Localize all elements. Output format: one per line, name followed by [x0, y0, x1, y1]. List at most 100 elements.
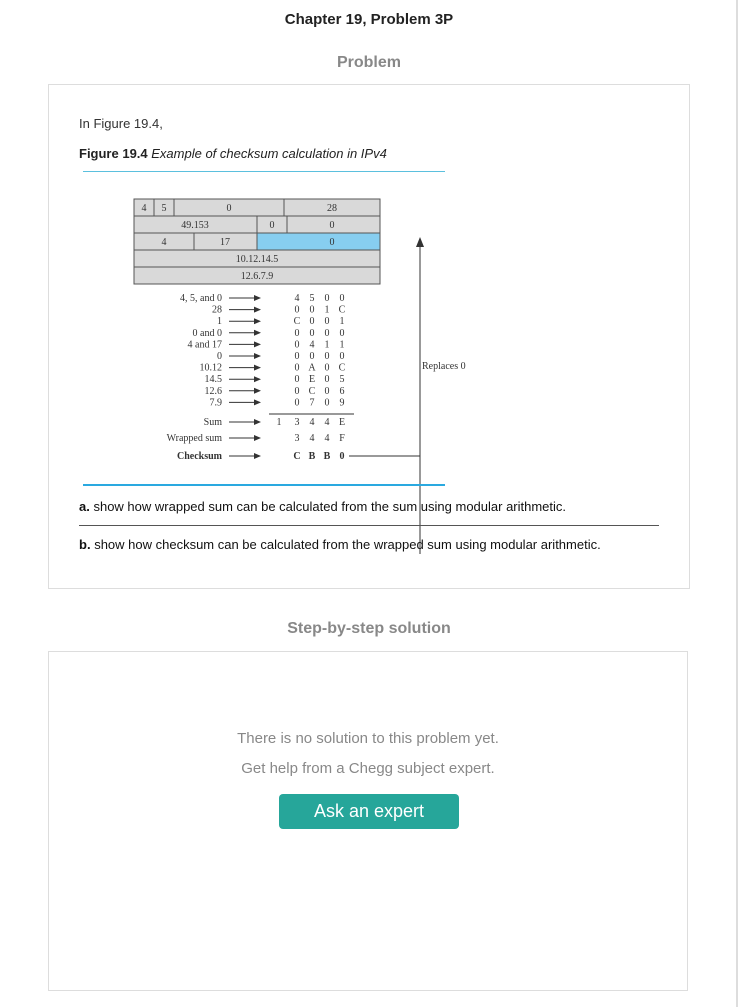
problem-intro: In Figure 19.4, [79, 116, 163, 131]
sum-digit: 4 [325, 417, 330, 428]
row-digit: 0 [310, 305, 315, 316]
row-label: 4 and 17 [188, 339, 222, 350]
text-checksum-field: 0 [330, 237, 335, 248]
wrapped-sum-digit: F [339, 433, 345, 444]
row-digit: 0 [340, 328, 345, 339]
row-digit: 0 [310, 351, 315, 362]
questions-divider [79, 525, 659, 526]
row-arrow-head [254, 376, 261, 383]
figure-bottom-rule [83, 484, 445, 486]
solution-section-label: Step-by-step solution [287, 620, 451, 637]
page-right-border [736, 0, 738, 1007]
row-digit: 4 [295, 293, 300, 304]
text-source: 10.12.14.5 [236, 254, 279, 265]
row-arrow-head [254, 387, 261, 394]
checksum-arrow-head [254, 453, 261, 459]
cell-destination [133, 266, 381, 285]
row-label: 4, 5, and 0 [180, 293, 222, 304]
ask-expert-button[interactable]: Ask an expert [279, 794, 459, 829]
row-label: 0 [217, 351, 222, 362]
checksum-digit: B [309, 451, 316, 462]
row-digit: C [339, 305, 346, 316]
text-service: 0 [227, 203, 232, 214]
row-label: 1 [217, 316, 222, 327]
row-digit: C [309, 386, 316, 397]
question-a-label: a. [79, 499, 90, 514]
figure-caption: Figure 19.4 Example of checksum calculat… [79, 146, 387, 161]
sum-label: Sum [204, 417, 223, 428]
row-digit: 7 [310, 397, 315, 408]
checksum-digit: C [293, 451, 300, 462]
checksum-digit: 0 [340, 451, 345, 462]
row-digit: 9 [340, 397, 345, 408]
wrapped-sum-digit: 3 [295, 433, 300, 444]
wrapped-sum-digit: 4 [325, 433, 330, 444]
figure-label: Figure 19.4 [79, 146, 148, 161]
row-digit: 0 [295, 374, 300, 385]
question-b-text: show how checksum can be calculated from… [94, 537, 601, 552]
row-digit: C [339, 363, 346, 374]
row-digit: 0 [295, 328, 300, 339]
problem-section-label: Problem [336, 54, 401, 71]
help-text: Get help from a Chegg subject expert. [241, 760, 495, 777]
figure-caption-text: Example of checksum calculation in IPv4 [151, 146, 387, 161]
wrapped-sum-label: Wrapped sum [167, 433, 223, 444]
row-digit: 0 [340, 351, 345, 362]
checksum-label: Checksum [177, 451, 223, 462]
row-label: 7.9 [210, 397, 223, 408]
text-total-length: 28 [327, 203, 337, 214]
question-b: b. show how checksum can be calculated f… [79, 537, 601, 552]
row-digit: 0 [310, 316, 315, 327]
row-digit: 1 [340, 339, 345, 350]
cell-checksum-field [256, 232, 381, 251]
solution-card: There is no solution to this problem yet… [48, 651, 688, 991]
text-version: 4 [142, 203, 147, 214]
no-solution-text: There is no solution to this problem yet… [237, 730, 499, 747]
row-digit: 5 [310, 293, 315, 304]
row-digit: 0 [325, 363, 330, 374]
row-label: 14.5 [205, 374, 223, 385]
row-digit: C [294, 316, 301, 327]
row-arrow-head [254, 295, 261, 301]
question-b-label: b. [79, 537, 91, 552]
row-arrow-head [254, 353, 261, 359]
figure-top-rule [83, 171, 445, 172]
text-destination: 12.6.7.9 [241, 271, 274, 282]
row-digit: 0 [295, 305, 300, 316]
row-arrow-head [254, 364, 261, 371]
problem-card: In Figure 19.4, Figure 19.4 Example of c… [48, 84, 690, 589]
replaces-label: Replaces 0 [422, 361, 466, 372]
question-a-text: show how wrapped sum can be calculated f… [93, 499, 567, 514]
row-digit: A [308, 363, 316, 374]
row-label: 12.6 [205, 386, 223, 397]
row-digit: 0 [295, 339, 300, 350]
text-identification: 49.153 [181, 220, 209, 231]
sum-arrow-head [254, 419, 261, 425]
row-digit: 0 [325, 328, 330, 339]
text-fragment-offset: 0 [330, 220, 335, 231]
row-digit: 0 [325, 316, 330, 327]
row-digit: 6 [340, 386, 345, 397]
checksum-digit: B [324, 451, 331, 462]
text-flags: 0 [270, 220, 275, 231]
row-digit: 1 [325, 339, 330, 350]
row-digit: 0 [310, 328, 315, 339]
row-digit: 0 [295, 363, 300, 374]
sum-digit: 4 [310, 417, 315, 428]
text-protocol: 17 [220, 237, 230, 248]
row-label: 10.12 [200, 363, 223, 374]
row-digit: 0 [295, 397, 300, 408]
row-arrow-head [254, 306, 261, 313]
row-label: 28 [212, 305, 222, 316]
row-digit: 0 [325, 374, 330, 385]
row-digit: 0 [325, 386, 330, 397]
question-a: a. show how wrapped sum can be calculate… [79, 499, 566, 514]
wrapped-sum-digit: 4 [310, 433, 315, 444]
sum-digit: 3 [295, 417, 300, 428]
row-digit: 4 [310, 339, 315, 350]
row-digit: 0 [325, 293, 330, 304]
row-digit: 0 [325, 351, 330, 362]
row-digit: 1 [340, 316, 345, 327]
replaces-arrowhead [416, 237, 424, 247]
